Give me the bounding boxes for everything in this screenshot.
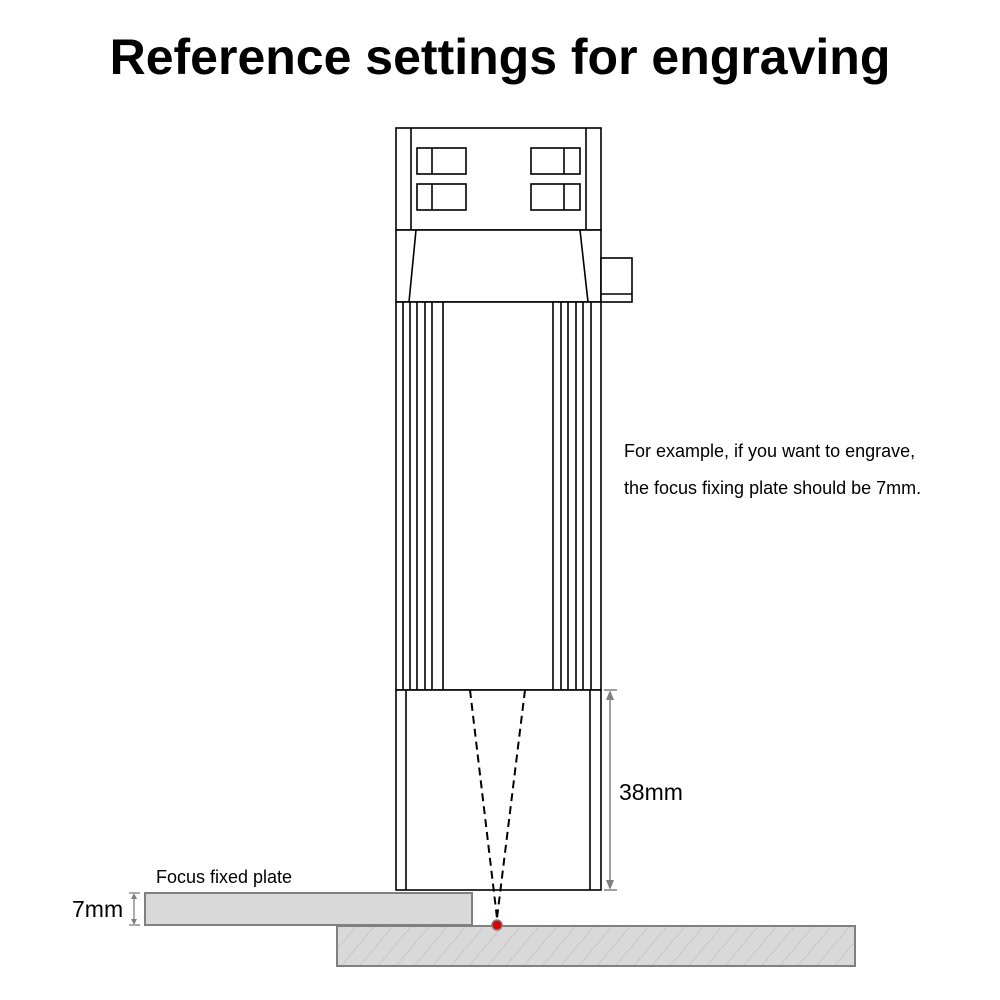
plate-thickness-label: 7mm xyxy=(72,896,124,922)
page-title: Reference settings for engraving xyxy=(109,29,891,85)
side-connector xyxy=(600,257,633,303)
module-top-block xyxy=(395,127,602,231)
module-taper xyxy=(395,229,602,303)
plate-name-label: Focus fixed plate xyxy=(156,867,293,887)
distance-dimension xyxy=(604,689,617,891)
cooling-fins xyxy=(402,302,592,690)
note-line-1: For example, if you want to engrave, xyxy=(624,441,916,461)
vent-slots xyxy=(416,147,581,211)
focus-fixed-plate xyxy=(144,892,473,926)
module-fin-section xyxy=(395,301,602,691)
distance-label: 38mm xyxy=(619,779,683,805)
plate-thickness-dimension xyxy=(129,892,140,926)
workpiece xyxy=(336,925,856,967)
note-line-2: the focus fixing plate should be 7mm. xyxy=(624,478,922,498)
module-lens-section xyxy=(395,689,602,891)
focus-point-icon xyxy=(491,919,503,931)
